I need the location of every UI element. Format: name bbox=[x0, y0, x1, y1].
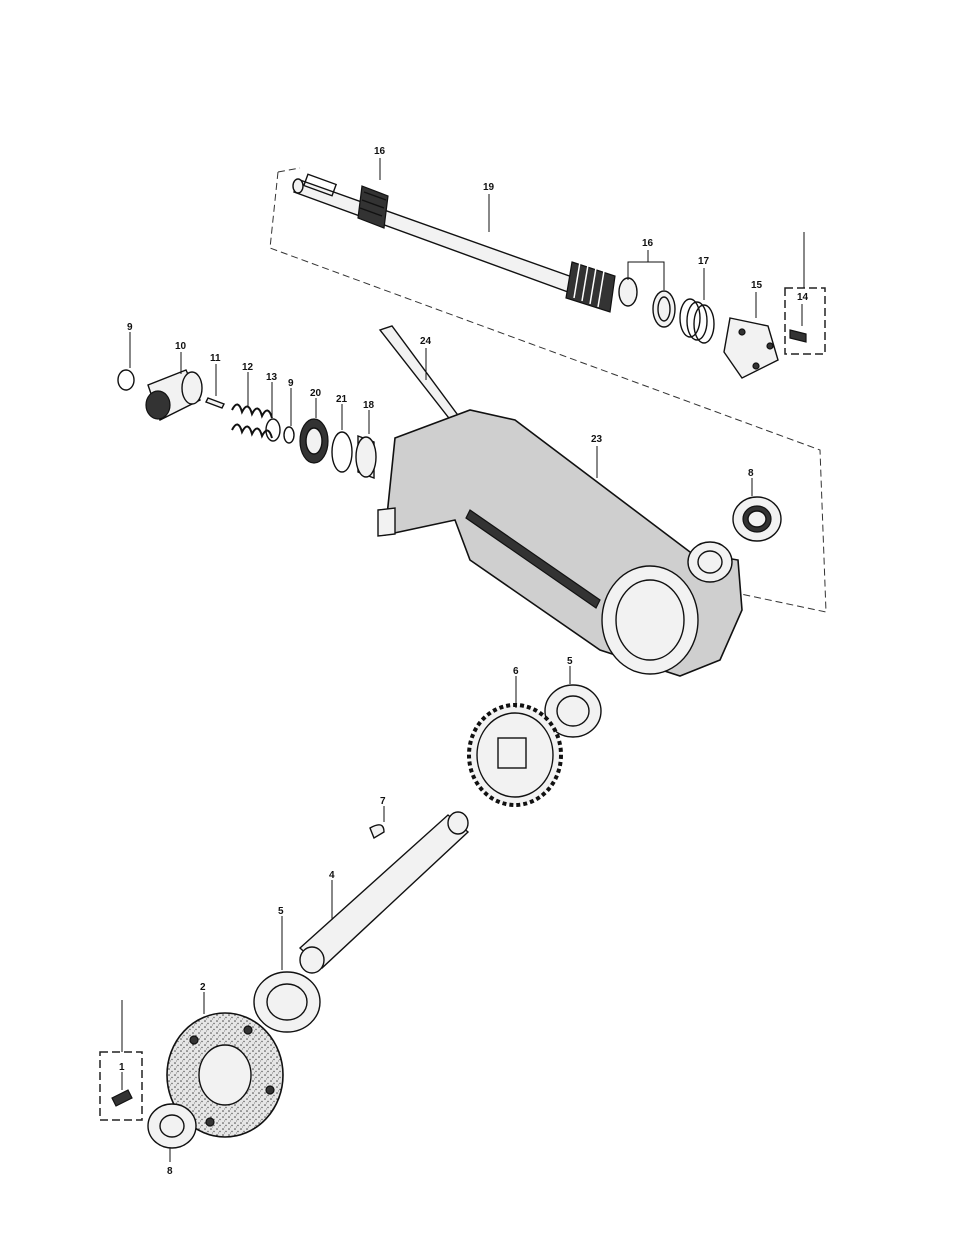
part-17-shims bbox=[680, 299, 714, 343]
part-18-bearing-cup bbox=[356, 436, 376, 478]
label-part-21: 21 bbox=[336, 394, 348, 405]
part-6-gear bbox=[469, 705, 561, 805]
label-part-5-upper: 5 bbox=[567, 656, 573, 667]
label-part-6: 6 bbox=[513, 666, 519, 677]
label-part-12: 12 bbox=[242, 362, 254, 373]
worm-threads bbox=[566, 262, 637, 312]
label-part-16-top: 16 bbox=[374, 146, 386, 157]
label-part-18: 18 bbox=[363, 400, 375, 411]
part-9-snap-ring-left bbox=[118, 370, 134, 390]
part-20-bearing bbox=[300, 419, 328, 463]
label-part-10: 10 bbox=[175, 341, 187, 352]
label-part-16-right: 16 bbox=[642, 238, 654, 249]
part-7-key bbox=[370, 825, 384, 838]
part-5-bearing-lower bbox=[254, 972, 320, 1032]
label-part-20: 20 bbox=[310, 388, 322, 399]
part-15-end-cap bbox=[724, 318, 778, 378]
label-part-9-right: 9 bbox=[288, 378, 294, 389]
part-1-cap-screw bbox=[100, 1000, 142, 1120]
label-part-2: 2 bbox=[200, 982, 206, 993]
label-part-23: 23 bbox=[591, 434, 603, 445]
part-19-worm-shaft bbox=[293, 174, 575, 292]
part-16-bearing-cone-upper bbox=[358, 186, 388, 228]
label-part-8-upper: 8 bbox=[748, 468, 754, 479]
label-part-19: 19 bbox=[483, 182, 495, 193]
label-part-8-lower: 8 bbox=[167, 1166, 173, 1177]
label-part-11: 11 bbox=[210, 353, 221, 364]
part-8-seal-lower bbox=[148, 1104, 196, 1148]
part-23-main-housing bbox=[378, 410, 742, 676]
label-part-14: 14 bbox=[797, 292, 809, 303]
part-16-bearing-cup-right bbox=[653, 291, 675, 327]
label-part-24: 24 bbox=[420, 336, 432, 347]
label-part-13: 13 bbox=[266, 372, 278, 383]
part-11-pin bbox=[206, 398, 224, 408]
label-part-4: 4 bbox=[329, 870, 335, 881]
label-part-15: 15 bbox=[751, 280, 763, 291]
part-4-output-shaft bbox=[300, 812, 468, 973]
label-part-9-left: 9 bbox=[127, 322, 133, 333]
label-part-5-lower: 5 bbox=[278, 906, 284, 917]
label-part-17: 17 bbox=[698, 256, 710, 267]
part-10-collar bbox=[146, 370, 202, 420]
part-21-ring bbox=[332, 432, 352, 472]
part-8-bearing-upper bbox=[733, 497, 781, 541]
label-part-7: 7 bbox=[380, 796, 386, 807]
label-part-1: 1 bbox=[119, 1062, 125, 1073]
part-9-snap-ring-right bbox=[284, 427, 294, 443]
